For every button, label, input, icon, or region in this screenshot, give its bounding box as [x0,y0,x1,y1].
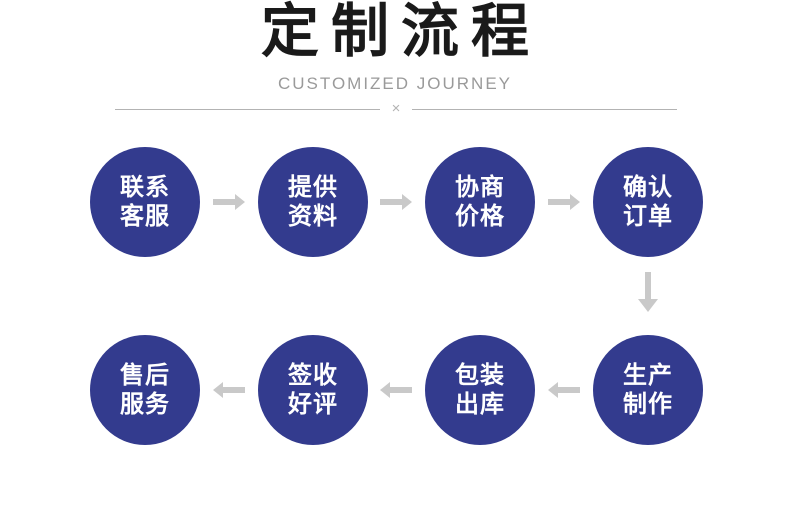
step-label-line: 服务 [120,391,170,418]
step-confirm-order: 确认 订单 [593,147,703,257]
step-label-line: 提供 [288,174,338,201]
arrow-stem [390,387,412,393]
step-label-line: 价格 [455,203,505,230]
step-label-line: 签收 [288,362,338,389]
arrow-stem [645,272,651,299]
arrow-right-icon [213,194,245,210]
step-label-line: 好评 [288,391,338,418]
arrow-stem [223,387,245,393]
arrow-head [548,382,558,398]
step-after-sales-service: 售后 服务 [90,335,200,445]
arrow-down-icon [638,272,658,312]
arrow-head [638,299,658,312]
step-label-line: 包装 [455,362,505,389]
step-label-line: 订单 [623,203,673,230]
step-label-line: 协商 [455,174,505,201]
arrow-left-icon [380,382,412,398]
arrow-head [402,194,412,210]
arrow-head [380,382,390,398]
step-label-line: 制作 [623,391,673,418]
step-label-line: 售后 [120,362,170,389]
step-pack-and-ship: 包装 出库 [425,335,535,445]
page-subtitle: CUSTOMIZED JOURNEY [277,74,513,93]
step-negotiate-price: 协商 价格 [425,147,535,257]
page-title: 定制流程 [260,0,541,64]
arrow-left-icon [548,382,580,398]
step-label-line: 客服 [120,203,170,230]
step-label-line: 资料 [288,203,338,230]
arrow-stem [380,199,402,205]
arrow-head [213,382,223,398]
step-label-line: 出库 [455,391,505,418]
arrow-stem [213,199,235,205]
divider: × [115,100,678,117]
step-label-line: 确认 [623,174,673,201]
step-sign-and-review: 签收 好评 [258,335,368,445]
step-provide-materials: 提供 资料 [258,147,368,257]
step-production: 生产 制作 [593,335,703,445]
step-label-line: 生产 [623,362,673,389]
arrow-stem [558,387,580,393]
arrow-right-icon [380,194,412,210]
step-label-line: 联系 [120,174,170,201]
arrow-head [235,194,245,210]
divider-line-left [115,108,380,110]
arrow-stem [548,199,570,205]
divider-x-mark: × [391,100,401,117]
step-contact-service: 联系 客服 [90,147,200,257]
arrow-left-icon [213,382,245,398]
divider-line-right [412,108,678,110]
arrow-right-icon [548,194,580,210]
arrow-head [570,194,580,210]
